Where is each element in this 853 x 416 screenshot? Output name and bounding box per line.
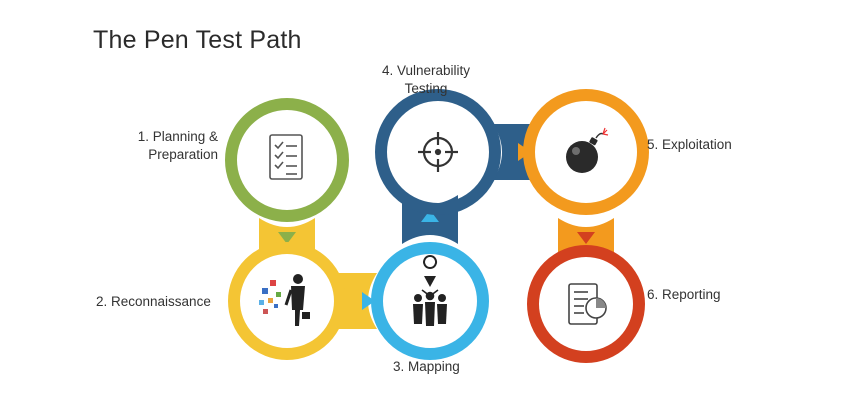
reconnaissance-icon (259, 274, 310, 326)
checklist-icon (269, 134, 303, 180)
step-label-exploitation: 5. Exploitation (647, 137, 732, 152)
arrow-2-3 (362, 292, 375, 310)
bomb-icon (566, 127, 609, 173)
target-icon (418, 132, 458, 172)
step-ring-planning (225, 98, 349, 222)
report-icon (568, 283, 607, 325)
page-title: The Pen Test Path (93, 26, 302, 54)
arrow-5-6 (577, 232, 595, 244)
mapping-icon (413, 255, 447, 326)
step-label-planning: 1. Planning & Preparation (137, 129, 218, 162)
step-ring-reconnaissance (228, 242, 346, 360)
step-ring-reporting (527, 245, 645, 363)
step-label-vulnerability-testing: 4. Vulnerability Testing (381, 63, 471, 96)
arrow-3-4 (421, 210, 439, 222)
step-ring-mapping (371, 242, 489, 360)
step-label-reporting: 6. Reporting (647, 287, 721, 302)
arrow-1-2 (278, 232, 296, 244)
step-label-reconnaissance: 2. Reconnaissance (96, 294, 211, 309)
step-ring-exploitation (523, 89, 649, 215)
step-label-mapping: 3. Mapping (393, 359, 460, 374)
step-ring-vulnerability (375, 89, 501, 215)
